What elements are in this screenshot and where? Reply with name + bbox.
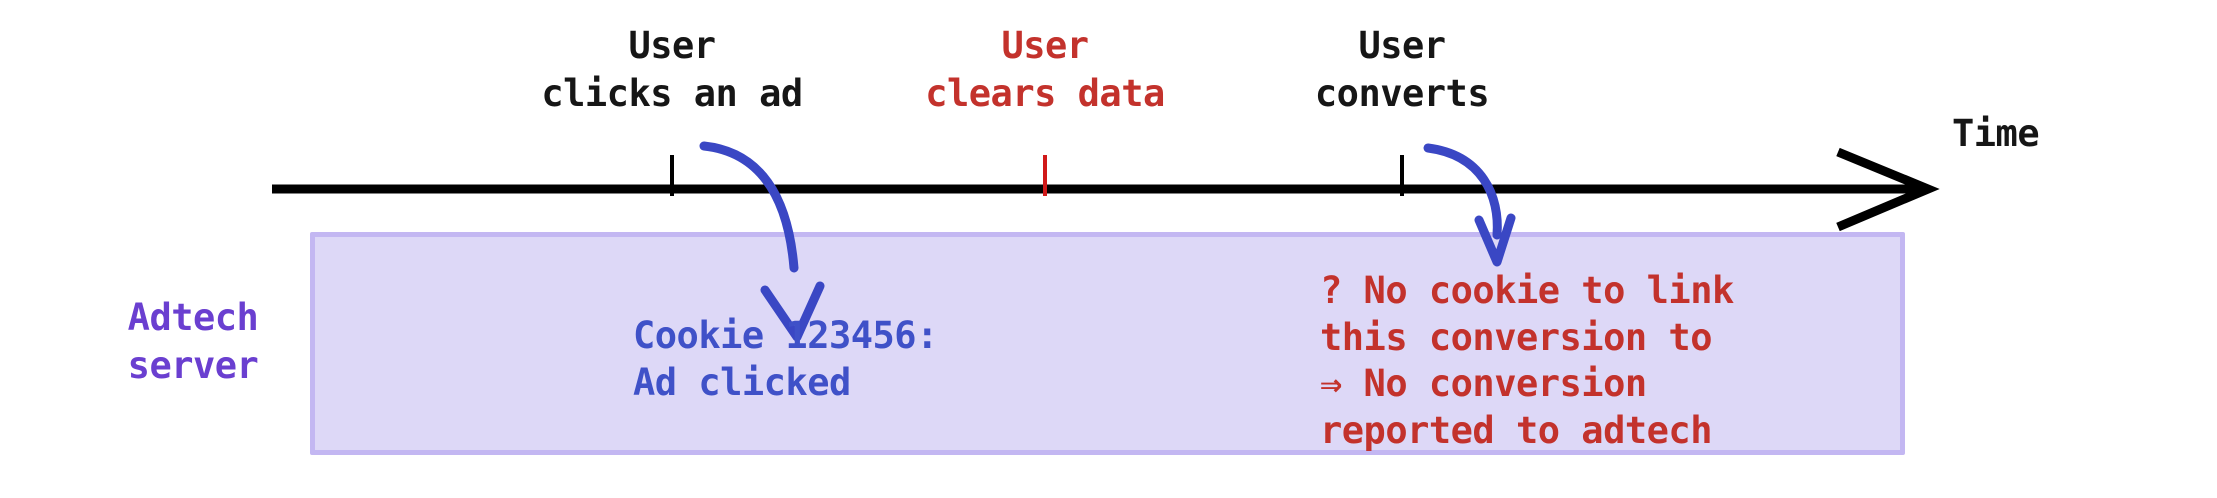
note-no-conversion: ? No cookie to link this conversion to ⇒…	[1320, 269, 1734, 452]
timeline-arrowhead	[1836, 147, 1940, 232]
event-label-clear-data: User clears data	[925, 24, 1165, 116]
connector-convert-to-note	[1423, 143, 1502, 240]
adtech-server-label: Adtech server	[127, 296, 259, 388]
adtech-server-band	[310, 232, 1905, 455]
note-cookie-logged: Cookie 123456: Ad clicked	[633, 314, 938, 405]
event-label-ad-click: User clicks an ad	[541, 24, 803, 116]
timeline-axis-label: Time	[1952, 112, 2040, 155]
event-label-convert: User converts	[1314, 24, 1490, 116]
